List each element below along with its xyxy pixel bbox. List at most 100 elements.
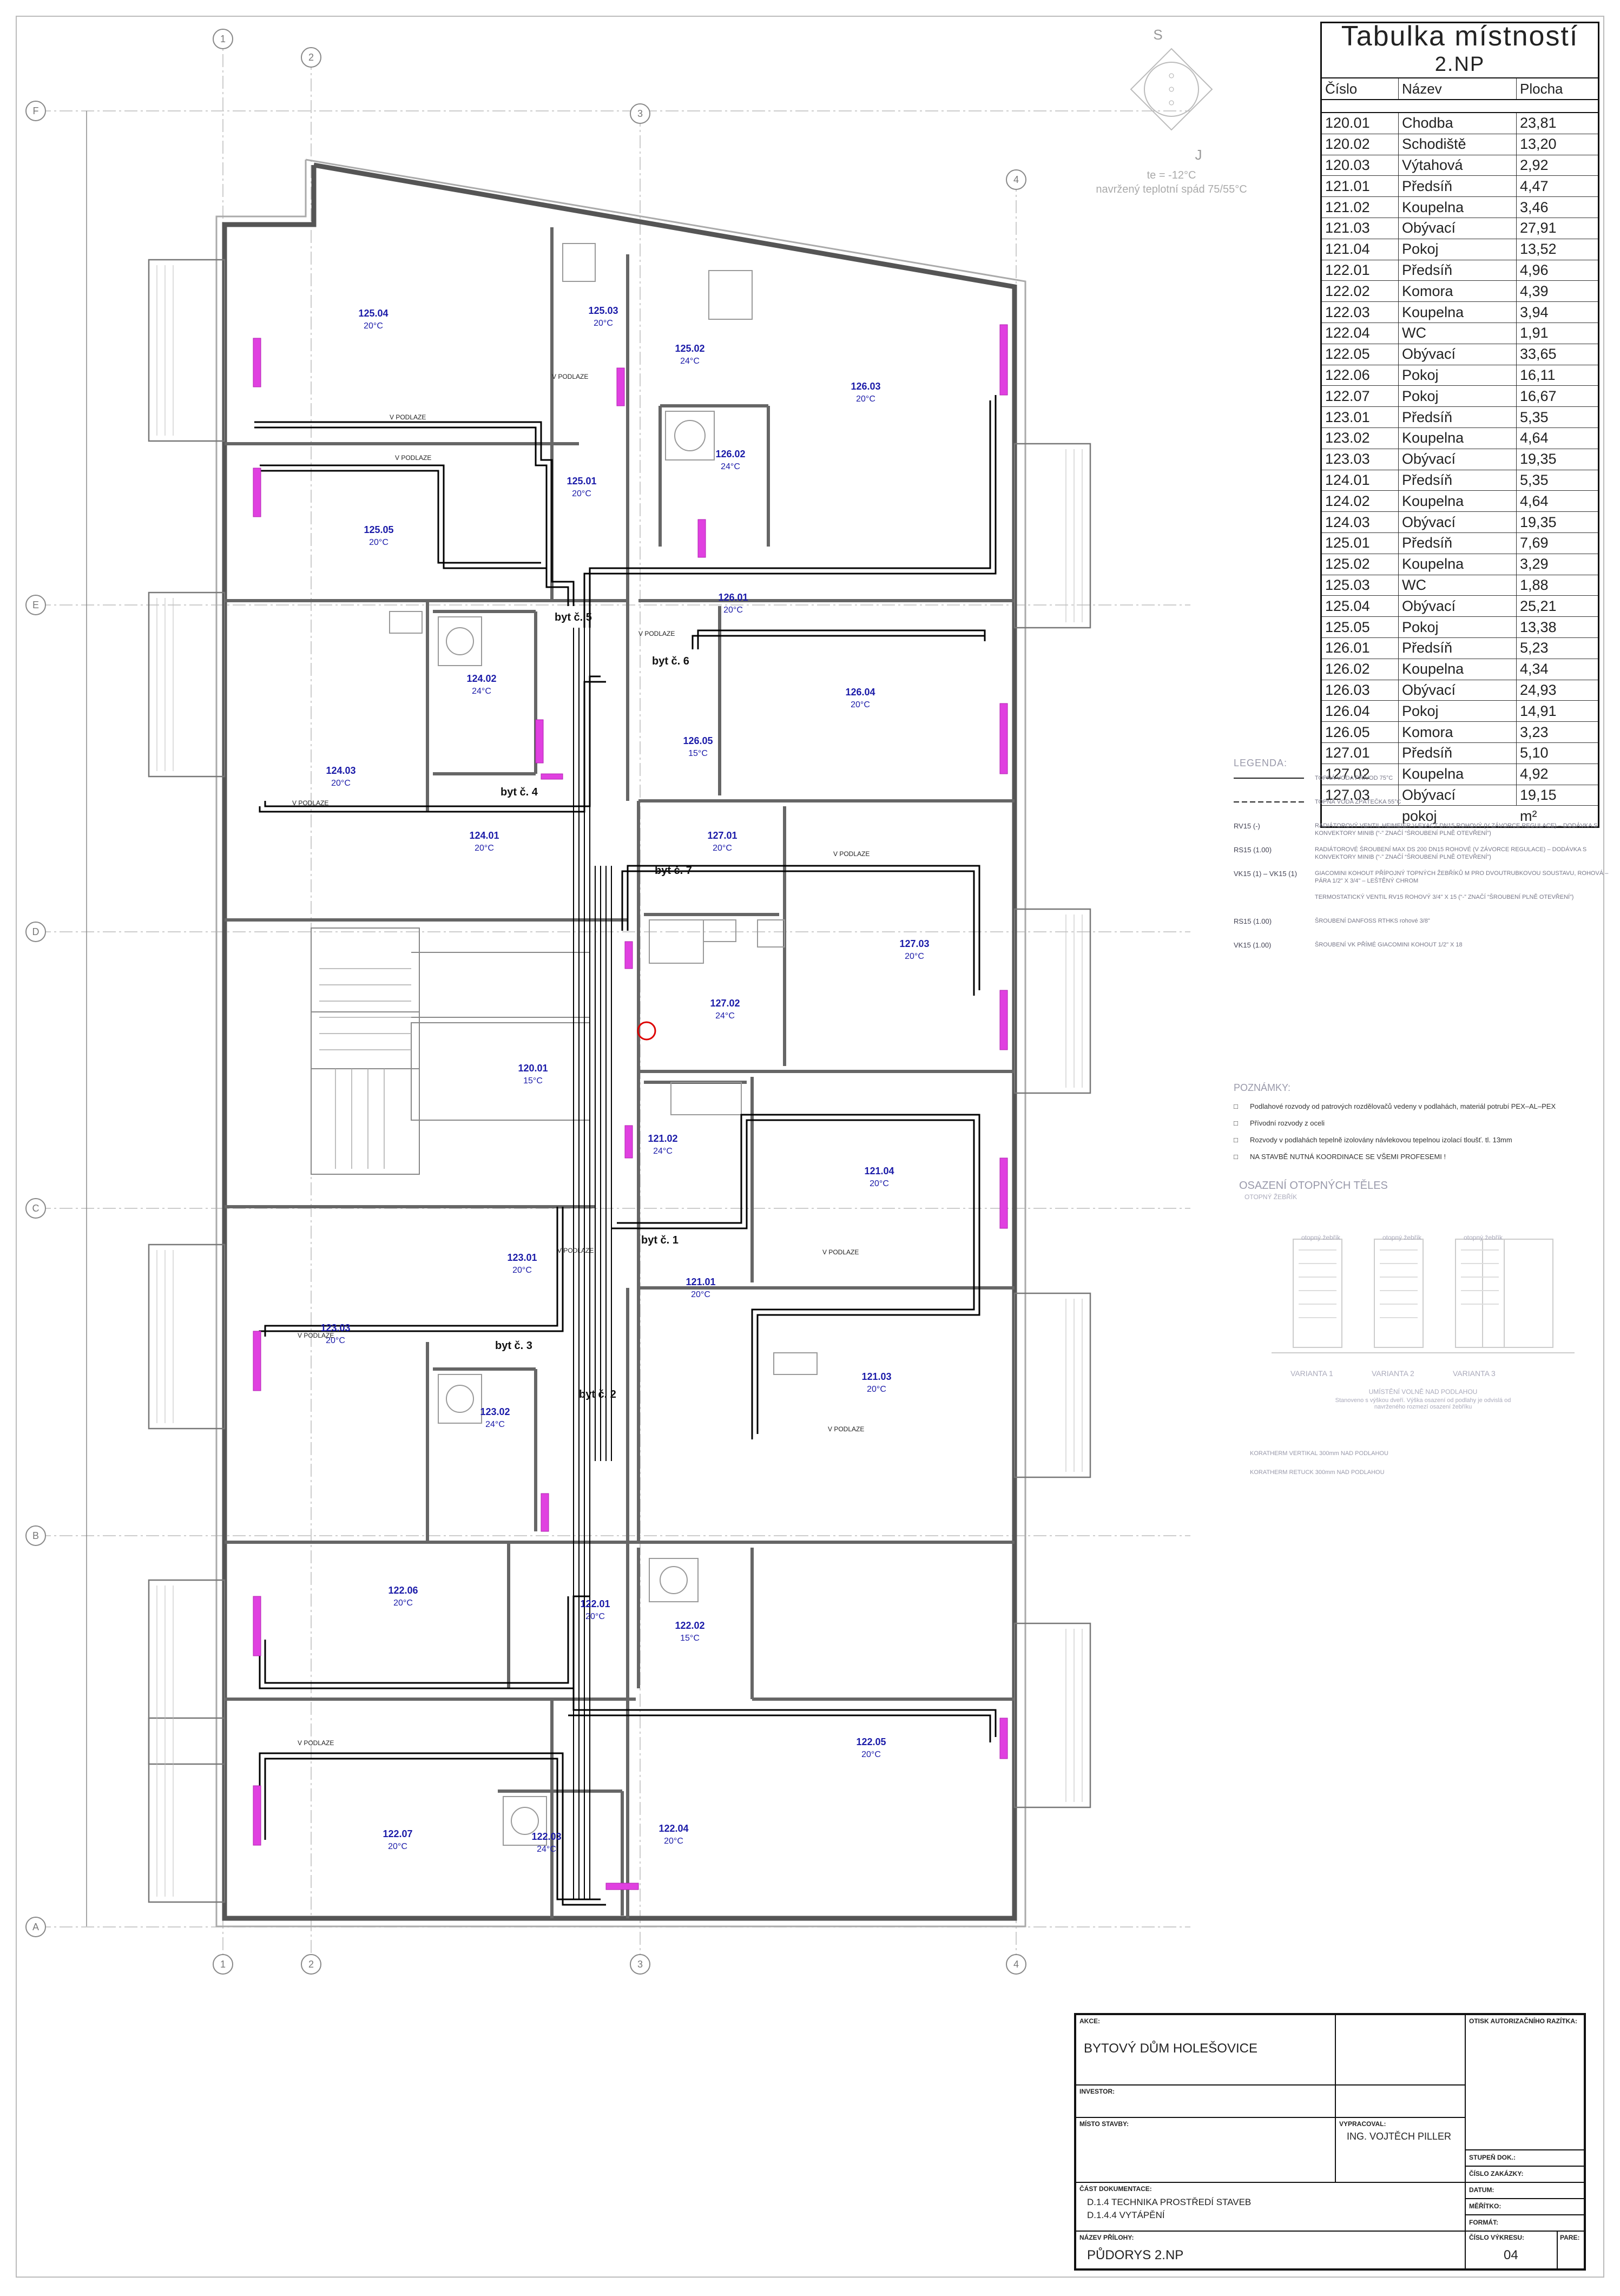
cell-area: 19,35 <box>1520 514 1557 530</box>
cell-area: 16,67 <box>1520 387 1557 404</box>
cell-area: 5,10 <box>1520 745 1549 761</box>
variant-2: VARIANTA 2 <box>1372 1369 1414 1378</box>
room-temperature: 20°C <box>369 538 388 547</box>
cell-area: 27,91 <box>1520 220 1557 236</box>
note-text: Rozvody v podlahách tepelně izolovány ná… <box>1250 1136 1512 1144</box>
cell-num: 124.03 <box>1322 512 1399 532</box>
tb-investor-extra <box>1335 2085 1465 2117</box>
cell-name: Koupelna <box>1399 764 1517 785</box>
cell-name: Předsíň <box>1399 407 1517 427</box>
floor-routing-label: V PODLAZE <box>833 850 870 858</box>
radiator-placement: OSAZENÍ OTOPNÝCH TĚLES OTOPNÝ ŽEBŘÍK oto… <box>1239 1180 1585 1504</box>
room-temperature: 20°C <box>572 489 591 498</box>
checkbox-icon: □ <box>1234 1119 1238 1127</box>
cell-num: 124.01 <box>1322 470 1399 491</box>
tb-nazev: NÁZEV PŘÍLOHY: PŮDORYS 2.NP <box>1076 2231 1465 2269</box>
col-name: Název <box>1399 78 1517 99</box>
checkbox-icon: □ <box>1234 1136 1238 1144</box>
cell-area: 3,23 <box>1520 723 1549 740</box>
floor-routing-label: V PODLAZE <box>390 413 426 421</box>
legend-description: TERMOSTATICKÝ VENTIL RV15 ROHOVÝ 3/4" X … <box>1315 894 1574 900</box>
tb-vypracoval: VYPRACOVAL: ING. VOJTĚCH PILLER <box>1335 2117 1465 2182</box>
room-temperature: 24°C <box>680 357 700 366</box>
room-temperature: 24°C <box>721 462 740 471</box>
footer-name: pokoj <box>1402 807 1437 824</box>
cell-name: Předsíň <box>1399 742 1517 764</box>
cell-name: Výtahová <box>1399 155 1517 176</box>
cell-area: 33,65 <box>1520 346 1557 363</box>
floor-routing-label: V PODLAZE <box>828 1425 864 1433</box>
tb-vypracoval-label: VYPRACOVAL: <box>1339 2120 1386 2128</box>
legend-symbol: RS15 (1.00) <box>1234 917 1272 925</box>
tb-meritko-label: MĚŘÍTKO: <box>1469 2202 1502 2210</box>
cell-num: 123.02 <box>1322 427 1399 449</box>
grid-number-bottom-1: 1 <box>220 1959 226 1970</box>
tb-akce-extra <box>1335 2015 1465 2085</box>
room-number: 127.01 <box>707 830 737 841</box>
cell-area: 3,46 <box>1520 199 1549 215</box>
tb-datum-label: DATUM: <box>1469 2186 1494 2194</box>
legend-item: RS15 (1.00)RADIÁTOROVÉ ŠROUBENÍ MAX DS 2… <box>1234 846 1612 862</box>
tb-zakazka: ČÍSLO ZAKÁZKY: <box>1465 2166 1584 2182</box>
room-temperature: 20°C <box>393 1598 413 1608</box>
cell-name: Pokoj <box>1399 239 1517 260</box>
cell-name: WC <box>1399 323 1517 344</box>
legend-item: RV15 (-)RADIÁTOROVÝ VENTIL HEIMEIER V-EX… <box>1234 822 1612 838</box>
room-temperature: 20°C <box>691 1290 710 1299</box>
floor-routing-label: V PODLAZE <box>298 1739 334 1747</box>
cell-name: Schodiště <box>1399 134 1517 155</box>
legend-description: RADIÁTOROVÉ ŠROUBENÍ MAX DS 200 DN15 ROH… <box>1315 846 1587 860</box>
room-temperature: 20°C <box>856 394 875 404</box>
legend-item: VK15 (1.00)ŠROUBENÍ VK PŘÍMÉ GIACOMINI K… <box>1234 941 1612 957</box>
cell-area: 13,52 <box>1520 241 1557 258</box>
room-temperature: 20°C <box>388 1842 407 1851</box>
compass-s: J <box>1195 147 1202 163</box>
compass-icon: S J <box>1130 27 1213 163</box>
cell-num: 121.02 <box>1322 197 1399 218</box>
cell-name: Obývací <box>1399 344 1517 365</box>
room-temperature: 20°C <box>475 844 494 853</box>
cell-num: 127.02 <box>1322 764 1399 785</box>
room-number: 122.05 <box>856 1736 886 1747</box>
variant-caption: UMÍSTĚNÍ VOLNĚ NAD PODLAHOU <box>1368 1388 1478 1396</box>
cell-area: 14,91 <box>1520 702 1557 719</box>
cell-name: Obývací <box>1399 680 1517 701</box>
cell-num: 124.02 <box>1322 491 1399 512</box>
tb-akce: AKCE: BYTOVÝ DŮM HOLEŠOVICE <box>1076 2015 1335 2085</box>
grid-number-top-2: 2 <box>308 52 314 63</box>
legend-title: LEGENDA: <box>1234 758 1288 768</box>
cell-area: 4,64 <box>1520 430 1549 446</box>
apartment-label: byt č. 1 <box>641 1234 679 1246</box>
cell-num: 120.03 <box>1322 155 1399 176</box>
cell-name: Obývací <box>1399 785 1517 806</box>
room-number: 127.02 <box>710 998 740 1009</box>
cell-area: 13,38 <box>1520 619 1557 635</box>
room-number: 124.02 <box>466 673 496 684</box>
variant-caption-note: Stanoveno s výškou dveří. Výška osazení … <box>1335 1397 1511 1410</box>
tb-cast-line1: D.1.4 TECHNIKA PROSTŘEDÍ STAVEB <box>1087 2197 1252 2207</box>
col-number: Číslo <box>1322 78 1399 99</box>
cell-num: 126.02 <box>1322 659 1399 680</box>
room-temperature: 20°C <box>594 319 613 328</box>
legend-description: ŠROUBENÍ DANFOSS RTHKS rohové 3/8" <box>1315 918 1430 924</box>
tb-pare: PARE: <box>1557 2231 1584 2269</box>
grid-letter-F: F <box>33 106 39 116</box>
room-table-title: Tabulka místností 2.NP <box>1322 22 1598 78</box>
note-item: □Přívodní rozvody z oceli <box>1234 1119 1612 1127</box>
grid-letter-E: E <box>32 600 39 610</box>
room-temperature: 24°C <box>537 1845 556 1854</box>
tb-stupen: STUPEŇ DOK.: <box>1465 2150 1584 2166</box>
grid-letter-B: B <box>32 1530 39 1541</box>
room-number: 127.03 <box>899 938 929 949</box>
room-number: 123.01 <box>507 1252 537 1263</box>
cell-area: 1,88 <box>1520 576 1549 593</box>
